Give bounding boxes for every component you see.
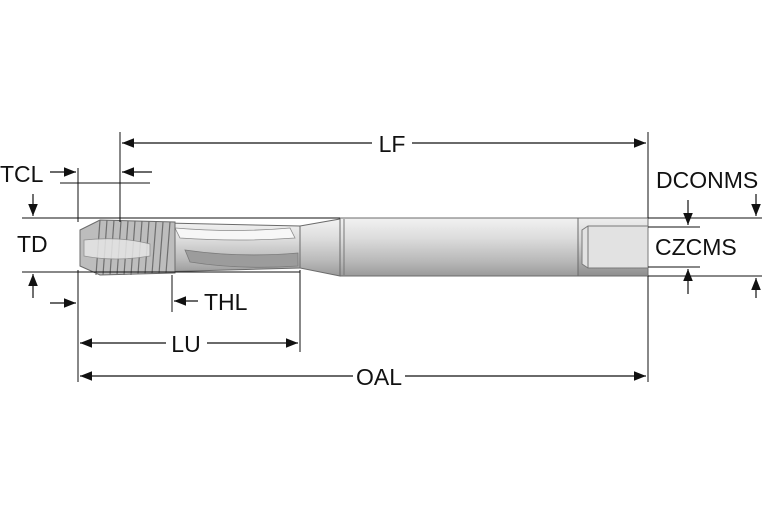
tap-tool xyxy=(79,217,649,277)
dimension-labels: LF TCL TD THL LU OAL DCONMS CZCMS xyxy=(0,131,758,390)
label-czcms: CZCMS xyxy=(655,234,737,260)
reference-lines xyxy=(22,132,762,382)
label-lu: LU xyxy=(171,331,200,357)
label-tcl: TCL xyxy=(0,161,44,187)
tap-shank xyxy=(339,217,579,277)
label-td: TD xyxy=(17,231,48,257)
tap-neck xyxy=(299,218,341,277)
label-lf: LF xyxy=(379,131,406,157)
label-thl: THL xyxy=(204,289,248,315)
label-oal: OAL xyxy=(356,364,402,390)
dimension-lines xyxy=(28,138,761,381)
label-dconms: DCONMS xyxy=(656,167,758,193)
